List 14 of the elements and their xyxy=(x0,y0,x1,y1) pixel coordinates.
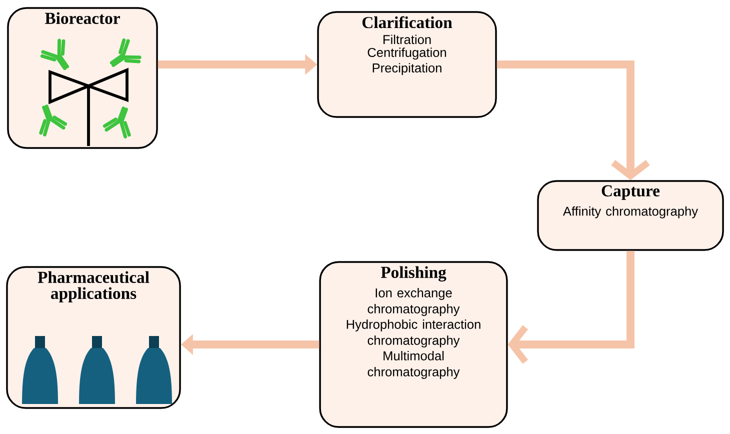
box-title: Clarification xyxy=(362,16,452,28)
box-text: Multimodal chromatography xyxy=(368,350,460,379)
box-title: Pharmaceutical applications xyxy=(38,271,150,302)
box-text: Filtration xyxy=(384,34,431,44)
arrow xyxy=(496,60,650,180)
box-text: Hydrophobic interaction chromatography xyxy=(346,320,480,348)
box-text: Affinity chromatography xyxy=(562,206,698,218)
arrow xyxy=(508,250,634,364)
box-text: Precipitation xyxy=(372,63,442,76)
box-title: Capture xyxy=(602,185,660,200)
box-title: Polishing xyxy=(380,266,446,282)
box-text: Centrifugation xyxy=(368,48,446,60)
box-text: Ion exchange chromatography xyxy=(368,288,460,316)
box-title: Bioreactor xyxy=(45,12,120,24)
